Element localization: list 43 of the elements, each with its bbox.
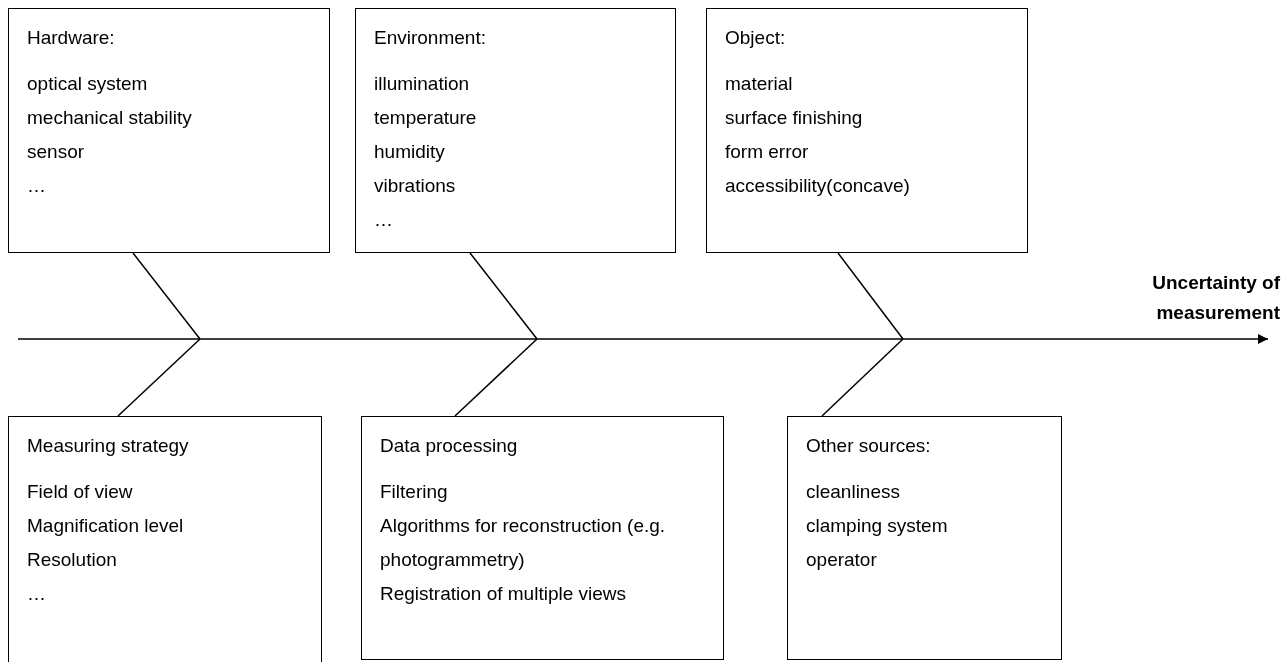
category-heading: Data processing	[380, 434, 519, 458]
branch-line	[117, 338, 201, 417]
cause-item: accessibility(concave)	[725, 174, 911, 198]
cause-item: surface finishing	[725, 106, 864, 130]
category-heading: Other sources:	[806, 434, 932, 458]
cause-item: Registration of multiple views	[380, 582, 628, 606]
category-box	[706, 8, 1028, 253]
cause-item: vibrations	[374, 174, 457, 198]
cause-item: Algorithms for reconstruction (e.g. photogrammetry)	[380, 514, 667, 572]
category-box	[8, 416, 322, 662]
cause-item: Magnification level	[27, 514, 185, 538]
cause-item: …	[374, 208, 394, 232]
cause-item: clamping system	[806, 514, 949, 538]
category-box	[361, 416, 724, 660]
result-label: Uncertainty of measurement	[1151, 271, 1280, 325]
cause-item: optical system	[27, 72, 149, 96]
cause-item: operator	[806, 548, 878, 572]
cause-item: illumination	[374, 72, 471, 96]
category-box	[8, 8, 330, 253]
cause-item: Resolution	[27, 548, 118, 572]
cause-item: Field of view	[27, 480, 134, 504]
cause-item: cleanliness	[806, 480, 901, 504]
category-box	[787, 416, 1062, 660]
cause-item: material	[725, 72, 794, 96]
category-heading: Hardware:	[27, 26, 116, 50]
cause-item: humidity	[374, 140, 446, 164]
branch-line	[132, 252, 201, 340]
cause-item: Filtering	[380, 480, 449, 504]
branch-line	[837, 252, 904, 340]
branch-line	[469, 252, 538, 340]
cause-item: form error	[725, 140, 810, 164]
category-heading: Environment:	[374, 26, 487, 50]
cause-item: …	[27, 174, 47, 198]
cause-item: temperature	[374, 106, 478, 130]
cause-item: mechanical stability	[27, 106, 193, 130]
category-box	[355, 8, 676, 253]
category-heading: Measuring strategy	[27, 434, 190, 458]
spine-arrow	[17, 334, 1269, 344]
cause-item: sensor	[27, 140, 86, 164]
branch-line	[454, 338, 538, 417]
category-heading: Object:	[725, 26, 787, 50]
branch-line	[821, 338, 904, 417]
cause-item: …	[27, 582, 47, 606]
